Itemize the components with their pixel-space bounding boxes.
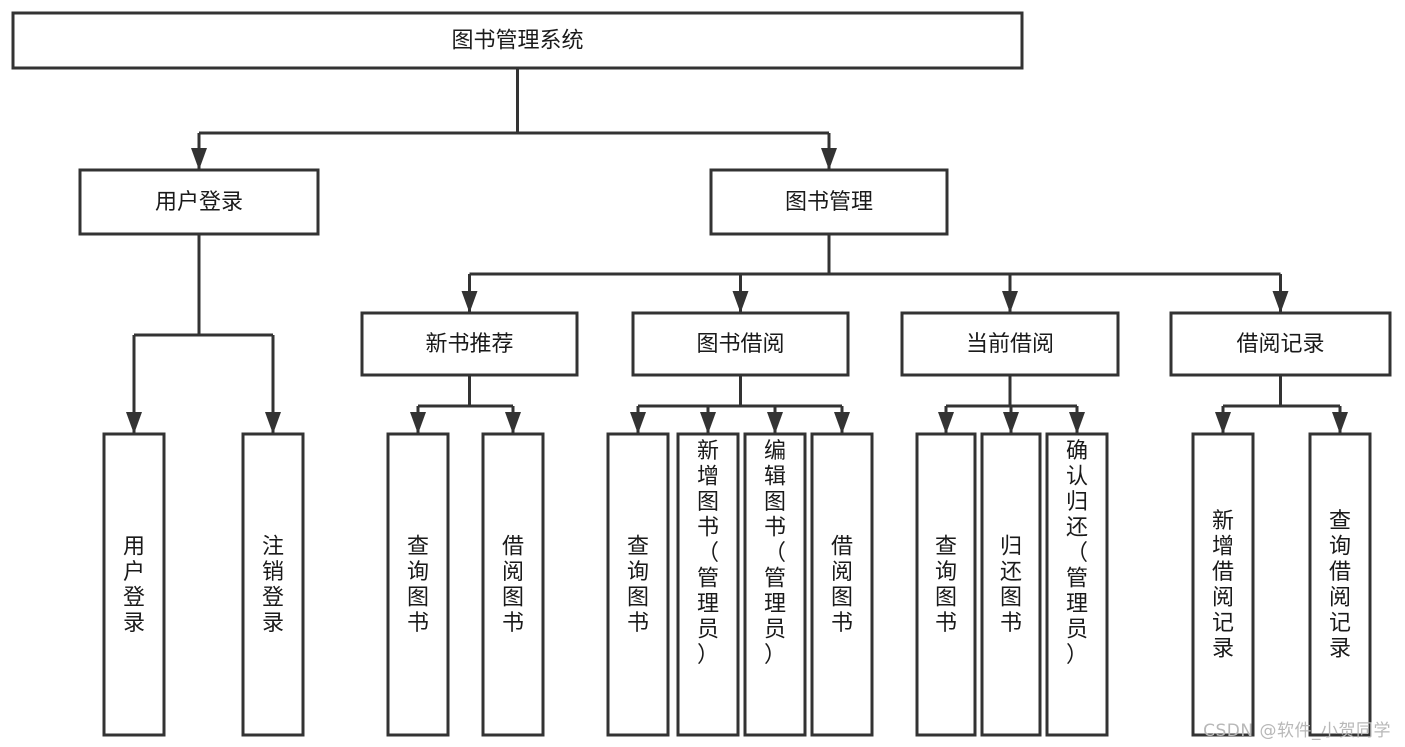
node-box-bb-add-book xyxy=(676,432,740,737)
node-label-br-query-record: 查询借阅记录 xyxy=(1329,509,1351,662)
node-cb-query-book[interactable]: 查询图书 xyxy=(915,432,977,737)
connector-arrowhead xyxy=(126,412,142,434)
connector-arrowhead xyxy=(767,412,783,434)
node-box-current-borrow xyxy=(900,311,1120,377)
node-bb-borrow-book[interactable]: 借阅图书 xyxy=(810,432,874,737)
connectors-layer xyxy=(126,68,1348,434)
node-user-logout-leaf[interactable]: 注销登录 xyxy=(241,432,305,737)
node-cb-confirm-return[interactable]: 确认归还（管理员） xyxy=(1045,432,1109,737)
node-book-borrow[interactable]: 图书借阅 xyxy=(631,311,850,377)
connector-arrowhead xyxy=(1272,291,1289,313)
node-box-br-query-record xyxy=(1308,432,1372,737)
connector-arrowhead xyxy=(732,291,749,313)
node-label-borrow-records: 借阅记录 xyxy=(1236,332,1324,357)
connector-arrowhead xyxy=(834,412,850,434)
node-label-bb-query-book: 查询图书 xyxy=(627,534,649,636)
node-box-book-borrow xyxy=(631,311,850,377)
node-box-bb-query-book xyxy=(606,432,670,737)
node-label-user-login-leaf: 用户登录 xyxy=(123,534,145,636)
connector-arrowhead xyxy=(1002,291,1018,313)
connector-arrowhead xyxy=(410,412,426,434)
node-nbr-query-book[interactable]: 查询图书 xyxy=(386,432,450,737)
node-label-current-borrow: 当前借阅 xyxy=(966,332,1054,357)
nodes-layer: 图书管理系统用户登录用户登录注销登录图书管理新书推荐查询图书借阅图书图书借阅查询… xyxy=(11,11,1392,737)
node-label-user-login: 用户登录 xyxy=(155,190,243,215)
node-label-cb-return-book: 归还图书 xyxy=(1000,534,1022,636)
connector-arrowhead xyxy=(461,291,478,313)
node-box-nbr-query-book xyxy=(386,432,450,737)
node-box-book-management xyxy=(709,168,949,236)
node-cb-return-book[interactable]: 归还图书 xyxy=(980,432,1042,737)
node-box-bb-borrow-book xyxy=(810,432,874,737)
node-box-user-login-leaf xyxy=(102,432,166,737)
node-box-user-login xyxy=(78,168,320,236)
connector-arrowhead xyxy=(700,412,716,434)
node-bb-edit-book[interactable]: 编辑图书（管理员） xyxy=(743,432,807,737)
node-borrow-records[interactable]: 借阅记录 xyxy=(1169,311,1392,377)
node-bb-query-book[interactable]: 查询图书 xyxy=(606,432,670,737)
node-nbr-borrow-book[interactable]: 借阅图书 xyxy=(481,432,545,737)
node-new-book-recommend[interactable]: 新书推荐 xyxy=(360,311,579,377)
node-box-user-logout-leaf xyxy=(241,432,305,737)
node-box-borrow-records xyxy=(1169,311,1392,377)
node-current-borrow[interactable]: 当前借阅 xyxy=(900,311,1120,377)
node-label-nbr-borrow-book: 借阅图书 xyxy=(502,534,524,636)
connector-arrowhead xyxy=(265,412,281,434)
node-label-br-add-record: 新增借阅记录 xyxy=(1212,509,1234,662)
node-box-cb-return-book xyxy=(980,432,1042,737)
node-label-new-book-recommend: 新书推荐 xyxy=(425,332,513,357)
node-box-br-add-record xyxy=(1191,432,1255,737)
node-label-root: 图书管理系统 xyxy=(451,29,583,54)
connector-arrowhead xyxy=(821,148,837,170)
node-book-management[interactable]: 图书管理 xyxy=(709,168,949,236)
connector-arrowhead xyxy=(630,412,646,434)
node-box-cb-query-book xyxy=(915,432,977,737)
node-br-add-record[interactable]: 新增借阅记录 xyxy=(1191,432,1255,737)
node-label-bb-edit-book: 编辑图书（管理员） xyxy=(764,439,786,668)
connector-arrowhead xyxy=(1003,412,1019,434)
node-label-nbr-query-book: 查询图书 xyxy=(407,534,429,636)
node-user-login-leaf[interactable]: 用户登录 xyxy=(102,432,166,737)
node-label-book-management: 图书管理 xyxy=(785,190,873,215)
connector-arrowhead xyxy=(938,412,954,434)
node-root[interactable]: 图书管理系统 xyxy=(11,11,1024,70)
connector-arrowhead xyxy=(1215,412,1231,434)
node-box-root xyxy=(11,11,1024,70)
connector-arrowhead xyxy=(505,412,521,434)
node-user-login[interactable]: 用户登录 xyxy=(78,168,320,236)
node-label-bb-add-book: 新增图书（管理员） xyxy=(697,439,719,668)
node-box-bb-edit-book xyxy=(743,432,807,737)
node-label-cb-confirm-return: 确认归还（管理员） xyxy=(1066,439,1088,668)
node-label-book-borrow: 图书借阅 xyxy=(696,332,784,357)
node-box-cb-confirm-return xyxy=(1045,432,1109,737)
node-br-query-record[interactable]: 查询借阅记录 xyxy=(1308,432,1372,737)
connector-arrowhead xyxy=(1069,412,1085,434)
connector-arrowhead xyxy=(191,148,207,170)
connector-arrowhead xyxy=(1332,412,1348,434)
node-bb-add-book[interactable]: 新增图书（管理员） xyxy=(676,432,740,737)
node-label-bb-borrow-book: 借阅图书 xyxy=(831,534,853,636)
node-box-nbr-borrow-book xyxy=(481,432,545,737)
node-label-cb-query-book: 查询图书 xyxy=(935,534,957,636)
node-label-user-logout-leaf: 注销登录 xyxy=(262,534,284,636)
node-box-new-book-recommend xyxy=(360,311,579,377)
